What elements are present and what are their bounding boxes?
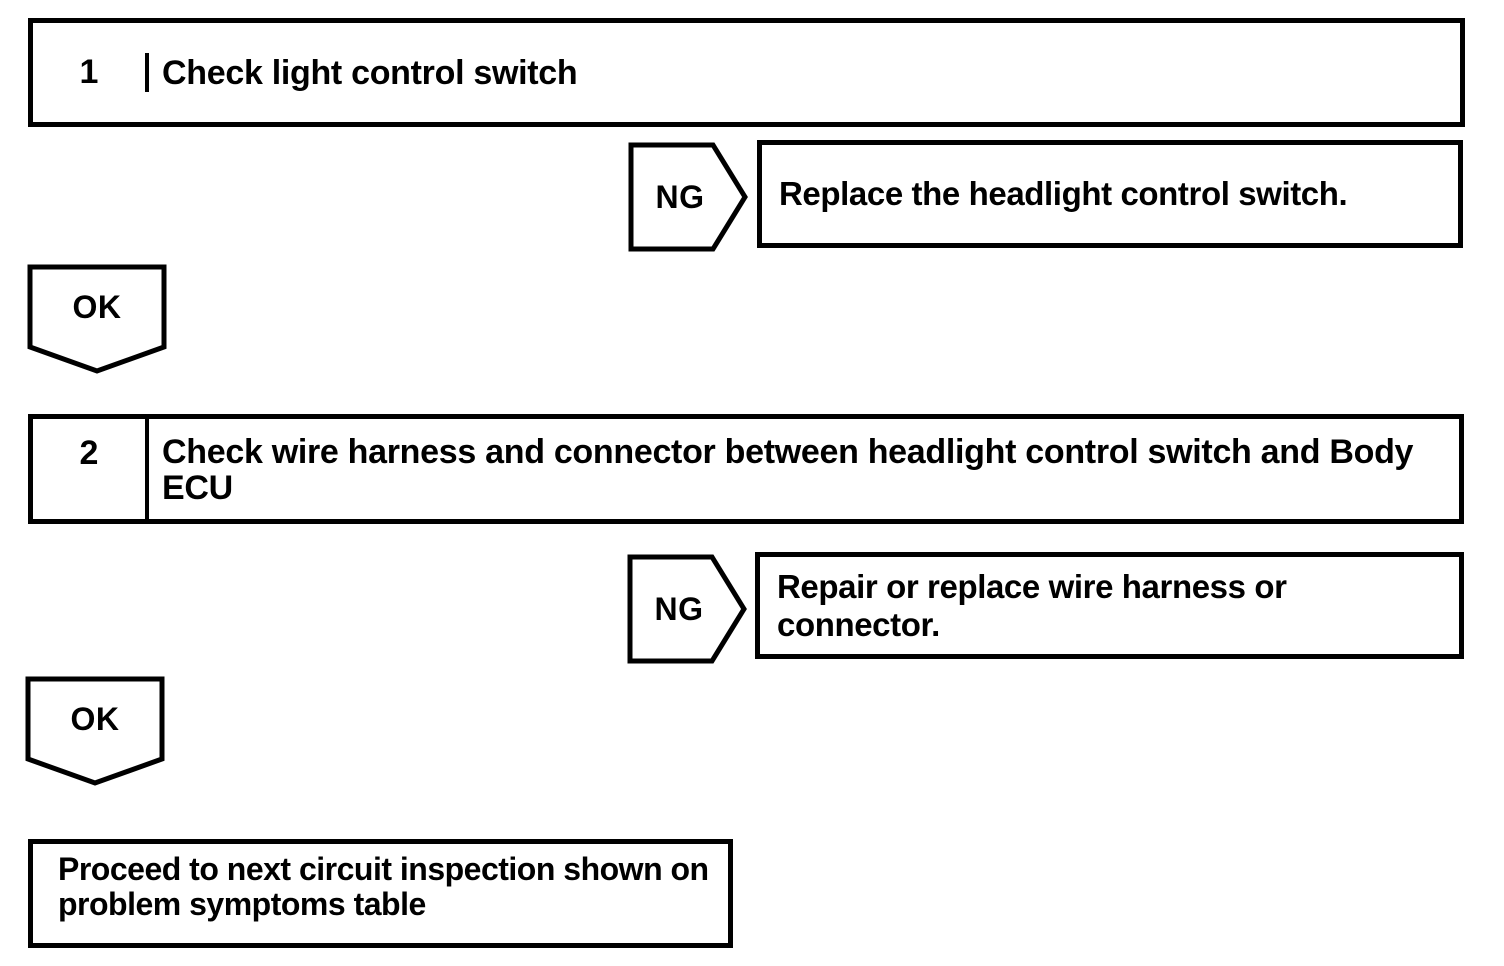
ng-pentagon-icon — [627, 554, 747, 664]
ng-label: NG — [654, 590, 704, 627]
ok-label: OK — [72, 288, 122, 325]
ok-pentagon-icon — [27, 264, 167, 374]
ok-connector-1: OK — [27, 264, 167, 374]
step-1-title: Check light control switch — [162, 53, 578, 92]
ng-result-box-1: Replace the headlight control switch. — [757, 140, 1463, 248]
end-box: Proceed to next circuit inspection shown… — [28, 839, 733, 948]
ng-result-text-2: Repair or replace wire harness or connec… — [777, 567, 1287, 643]
ng-result-text-1: Replace the headlight control switch. — [779, 175, 1348, 212]
ng-pentagon-icon — [628, 142, 748, 252]
step-1-number-cell: 1 — [33, 53, 149, 92]
step-2-title-cell: Check wire harness and connector between… — [149, 419, 1459, 519]
step-1-title-cell: Check light control switch — [149, 55, 1460, 91]
ok-connector-2: OK — [25, 676, 165, 786]
ng-connector-1: NG — [628, 142, 748, 252]
end-text: Proceed to next circuit inspection shown… — [58, 851, 709, 922]
ok-label: OK — [70, 700, 120, 737]
ng-connector-2: NG — [627, 554, 747, 664]
step-1-number: 1 — [79, 53, 99, 91]
step-2-number-cell: 2 — [33, 419, 149, 519]
ng-result-box-2: Repair or replace wire harness or connec… — [755, 552, 1464, 659]
step-2-title: Check wire harness and connector between… — [162, 433, 1414, 507]
ng-label: NG — [655, 178, 705, 215]
ok-pentagon-icon — [25, 676, 165, 786]
step-2-number: 2 — [79, 434, 99, 472]
step-2-box: 2 Check wire harness and connector betwe… — [28, 414, 1464, 524]
step-1-box: 1 Check light control switch — [28, 18, 1465, 127]
